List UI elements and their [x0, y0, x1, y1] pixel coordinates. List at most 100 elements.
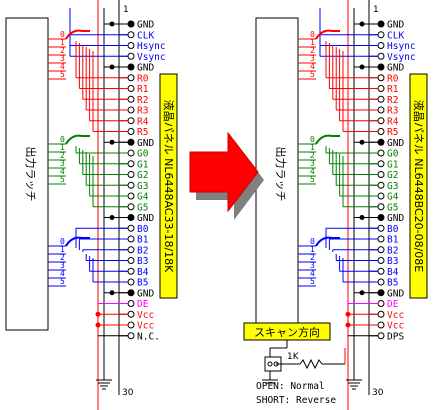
connector-pin-icon — [127, 267, 135, 275]
connector-pin-icon — [127, 289, 135, 297]
bit-label: 5 — [310, 175, 315, 184]
pin-label-g3: G3 — [387, 181, 398, 192]
pin-label-vcc: Vcc — [387, 310, 404, 321]
connector-pin-icon — [127, 203, 135, 211]
connector-pin-icon — [377, 106, 385, 114]
pin-label-gnd: GND — [387, 63, 404, 74]
connector-pin-icon — [377, 289, 385, 297]
bit-label: 0 — [310, 135, 315, 144]
bit-label: 5 — [310, 277, 315, 286]
bit-label: 1 — [310, 38, 315, 47]
pin-label-b0: B0 — [387, 224, 399, 235]
connector-pin-icon — [377, 267, 385, 275]
pin-first-number: 1 — [123, 5, 129, 15]
pin-label-g0: G0 — [137, 149, 149, 160]
pin-label-nc: N.C. — [137, 331, 160, 342]
bit-label: 2 — [310, 151, 315, 160]
lcd-panel-label-box — [159, 73, 178, 299]
connector-pin-icon — [377, 246, 385, 254]
connector-pin-icon — [377, 95, 385, 103]
pin-label-g1: G1 — [387, 159, 399, 170]
pin-label-vsync: Vsync — [137, 52, 166, 63]
connector-pin-icon — [377, 52, 385, 60]
right-connection-panel: 出力ラッチ130GNDCLKHsyncVsyncGNDR0R1R2R3R4R5G… — [255, 0, 428, 410]
resistor-icon — [299, 358, 323, 370]
pin-label-de: DE — [387, 299, 399, 310]
connector-pin-icon — [377, 128, 385, 135]
arrow-icon — [189, 131, 264, 220]
bit-label: 0 — [60, 237, 65, 246]
bit-label: 4 — [60, 62, 65, 71]
pin-label-gnd: GND — [137, 138, 154, 149]
connector-pin-icon — [377, 300, 385, 307]
bit-label: 5 — [60, 277, 65, 286]
pin-first-number: 1 — [373, 5, 379, 15]
connector-pin-icon — [377, 278, 385, 286]
connector-pin-icon — [127, 160, 135, 168]
connector-pin-icon — [127, 224, 135, 232]
pin-label-g0: G0 — [387, 149, 399, 160]
connector-pin-icon — [377, 224, 385, 232]
pin-label-r0: R0 — [137, 73, 149, 84]
pin-label-b3: B3 — [387, 256, 398, 267]
connector-pin-icon — [377, 332, 385, 340]
bit-label: 2 — [60, 151, 65, 160]
pin-label-g5: G5 — [387, 202, 398, 213]
connector-pin-icon — [377, 160, 385, 168]
pin-label-gnd: GND — [137, 20, 154, 31]
bit-label: 0 — [310, 237, 315, 246]
bit-label: 3 — [310, 159, 315, 168]
output-latch-box — [5, 17, 49, 331]
pin-label-vcc: Vcc — [387, 321, 404, 332]
pin-label-g5: G5 — [137, 202, 148, 213]
connector-pin-icon — [377, 171, 385, 178]
bit-label: 2 — [310, 253, 315, 262]
pin-label-hsync: Hsync — [387, 41, 416, 52]
open-normal-text: OPEN: Normal — [256, 381, 325, 392]
connector-pin-icon — [377, 235, 385, 243]
connector-pin-icon — [127, 214, 135, 221]
connector-pin-icon — [127, 31, 135, 39]
pin-label-gnd: GND — [137, 213, 154, 224]
connector-pin-icon — [127, 42, 135, 49]
pin-label-b0: B0 — [137, 224, 149, 235]
bit-label: 4 — [310, 62, 315, 71]
connector-pin-icon — [377, 63, 385, 71]
connector-pin-icon — [377, 20, 385, 28]
output-latch-label: 出力ラッチ — [24, 147, 38, 202]
scan-direction-box: スキャン方向 — [243, 322, 331, 341]
pin-label-r3: R3 — [137, 106, 148, 117]
bit-label: 4 — [60, 167, 65, 176]
bit-label: 3 — [310, 261, 315, 270]
connector-pin-icon — [377, 31, 385, 39]
connector-pin-icon — [127, 181, 135, 189]
pin-label-r2: R2 — [137, 95, 148, 106]
pin-label-r5: R5 — [137, 127, 148, 138]
pin-label-g2: G2 — [387, 170, 398, 181]
pin-label-g2: G2 — [137, 170, 148, 181]
pin-label-b5: B5 — [387, 278, 398, 289]
bit-label: 1 — [60, 143, 65, 152]
connector-pin-icon — [127, 95, 135, 103]
connector-pin-icon — [377, 310, 385, 318]
pin-last-number: 30 — [372, 388, 384, 398]
bit-label: 3 — [60, 159, 65, 168]
bit-label: 0 — [60, 30, 65, 39]
lcd-panel-model-label: 液晶パネル NL6448AC33-18/18K — [162, 100, 176, 274]
pin-label-r1: R1 — [387, 84, 399, 95]
bit-label: 2 — [60, 46, 65, 55]
connector-pin-icon — [377, 203, 385, 211]
bit-label: 1 — [60, 245, 65, 254]
pin-label-r5: R5 — [387, 127, 398, 138]
bit-label: 1 — [310, 143, 315, 152]
bit-label: 5 — [60, 70, 65, 79]
pin-label-hsync: Hsync — [137, 41, 166, 52]
connector-pin-icon — [377, 138, 385, 146]
pin-label-b1: B1 — [387, 235, 399, 246]
pin-label-gnd: GND — [137, 288, 154, 299]
